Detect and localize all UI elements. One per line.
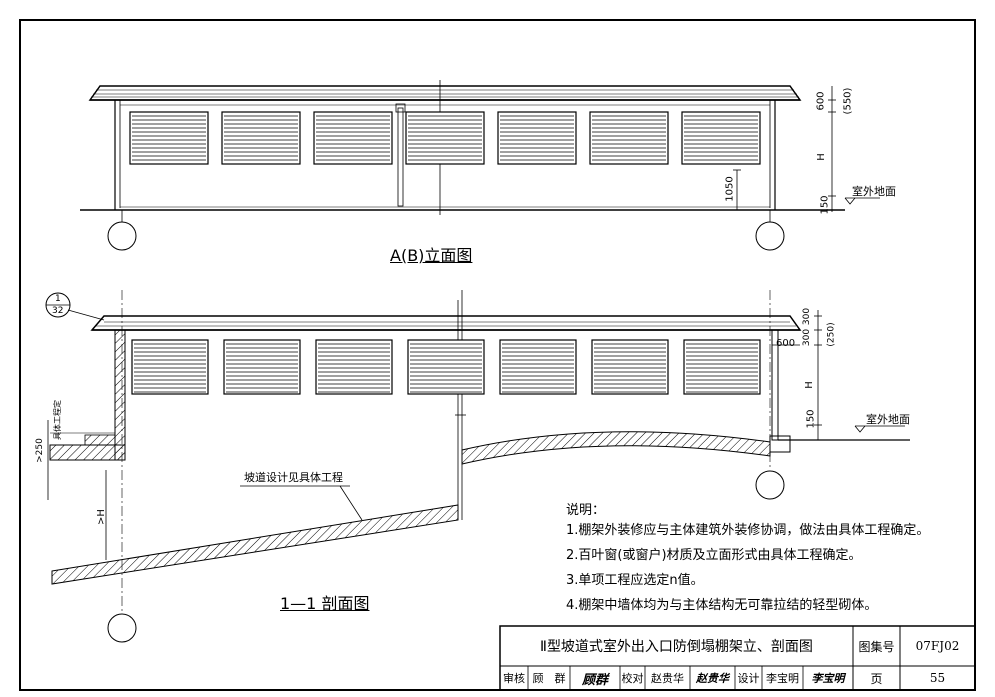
louver-panel: [131, 339, 209, 395]
elevation-roof: [88, 85, 802, 101]
louver-panel: [405, 111, 485, 165]
sect-dim-250: (250): [826, 322, 837, 347]
elevation-title: A(B)立面图: [390, 246, 473, 265]
louver-panel: [221, 111, 301, 165]
louver-panel: [589, 111, 669, 165]
ramp-slab-left: [51, 504, 459, 585]
section-view: [45, 290, 910, 643]
louver-panel: [591, 339, 669, 395]
page-label: 页: [870, 671, 883, 686]
elev-dim-550: (550): [842, 87, 854, 115]
reviewer-signature: 顾群: [581, 672, 608, 688]
note-item: 1.棚架外装修应与主体建筑外装修协调，做法由具体工程确定。: [566, 523, 930, 538]
sect-dim-150: 150: [805, 409, 817, 429]
sect-dim-300b: 300: [802, 328, 813, 347]
sect-left-label: 具体工程定: [53, 400, 62, 440]
elev-dim-150: 150: [819, 195, 831, 215]
designer: 李宝明: [766, 672, 799, 685]
checker: 赵贵华: [651, 672, 684, 685]
elev-ground-label: 室外地面: [852, 185, 896, 198]
designer-signature: 李宝明: [811, 672, 845, 685]
sect-ground-label: 室外地面: [866, 413, 910, 426]
note-item: 2.百叶窗(或窗户)材质及立面形式由具体工程确定。: [566, 548, 862, 563]
ramp-label: 坡道设计见具体工程: [244, 471, 343, 484]
louver-panel: [129, 111, 209, 165]
sheet-border: [19, 19, 976, 691]
louver-panel: [681, 111, 761, 165]
louver-panel: [499, 339, 577, 395]
louver-panel: [497, 111, 577, 165]
elev-dim-1050: 1050: [724, 176, 736, 202]
notes-title: 说明：: [566, 503, 606, 518]
sect-dim-600: 600: [776, 338, 796, 349]
detail-ref-bottom: 32: [52, 306, 64, 316]
louver-panel: [315, 339, 393, 395]
checker-signature: 赵贵华: [696, 672, 729, 685]
louver-panel: [313, 111, 393, 165]
axis-circle-left: [107, 221, 137, 251]
louver-panel: [407, 339, 485, 395]
sect-dim-h-left: >H: [95, 509, 107, 525]
louver-panel: [223, 339, 301, 395]
drawing-title: Ⅱ型坡道式室外出入口防倒塌棚架立、剖面图: [540, 639, 813, 655]
axis-circle-right: [755, 221, 785, 251]
sect-dim-h: H: [803, 381, 815, 389]
elevation-louvers: [129, 111, 761, 165]
section-louvers: [131, 339, 761, 395]
elevation-view: [80, 80, 880, 251]
atlas-label: 图集号: [858, 639, 895, 654]
reviewer: 顾 群: [532, 672, 566, 685]
louver-panel: [683, 339, 761, 395]
elev-dim-h: H: [815, 153, 827, 161]
sect-dim-300a: 300: [802, 307, 813, 326]
check-label: 校对: [621, 672, 644, 685]
atlas-number: 07FJ02: [915, 639, 960, 653]
detail-ref-top: 1: [55, 294, 61, 304]
title-block: [499, 625, 976, 691]
page-number: 55: [929, 671, 946, 685]
sect-dim-250-left: >250: [34, 438, 45, 463]
review-label: 审核: [503, 672, 525, 685]
note-item: 3.单项工程应选定n值。: [566, 573, 704, 588]
elev-dim-600: 600: [815, 91, 827, 111]
ramp-slab-right: [461, 431, 771, 465]
section-title: 1—1 剖面图: [280, 594, 370, 613]
note-item: 4.棚架中墙体均为与主体结构无可靠拉结的轻型砌体。: [566, 598, 878, 613]
design-label: 设计: [737, 672, 760, 685]
